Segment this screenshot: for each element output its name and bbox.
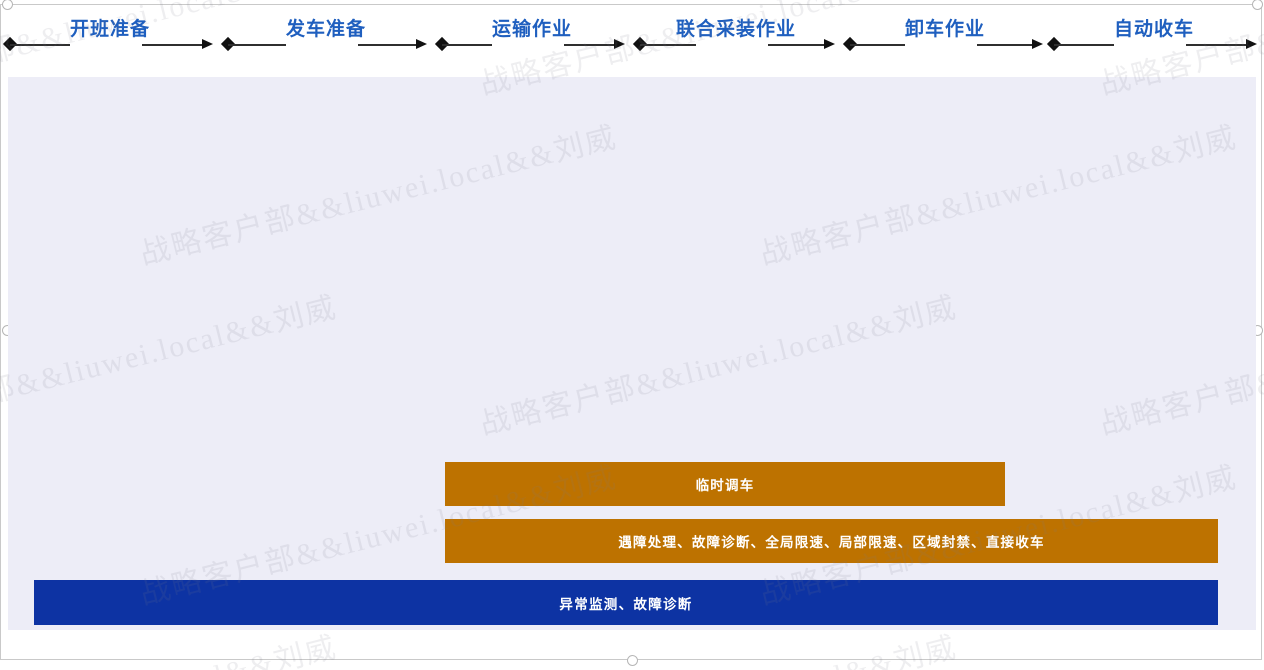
watermark-text: 战略客户部&&liuwei.local&&刘威 bbox=[0, 112, 1, 273]
arrow-head-icon bbox=[1246, 39, 1257, 50]
phase-connector-arrow bbox=[220, 36, 430, 53]
connector-line-right bbox=[1186, 44, 1246, 46]
arrow-head-icon bbox=[1032, 39, 1043, 50]
resize-handle-top-left[interactable] bbox=[2, 0, 13, 10]
phase-connector-arrow bbox=[434, 36, 628, 53]
connector-line-left bbox=[442, 44, 492, 46]
phase-4[interactable]: 联合采装作业 bbox=[632, 6, 838, 68]
connector-line-right bbox=[768, 44, 824, 46]
phase-1[interactable]: 开班准备 bbox=[2, 6, 216, 68]
connector-line-left bbox=[10, 44, 70, 46]
arrow-head-icon bbox=[824, 39, 835, 50]
arrow-head-icon bbox=[416, 39, 427, 50]
phase-connector-arrow bbox=[842, 36, 1046, 53]
connector-line-left bbox=[228, 44, 286, 46]
phase-header: 开班准备 发车准备 运输作业 联合采装作业 卸车作业 自动收车 bbox=[0, 6, 1264, 72]
phase-connector-arrow bbox=[1046, 36, 1260, 53]
resize-handle-bottom-middle[interactable] bbox=[627, 655, 638, 666]
arrow-head-icon bbox=[202, 39, 213, 50]
connector-line-right bbox=[977, 44, 1032, 46]
orange-bar-exception-handling[interactable]: 遇障处理、故障诊断、全局限速、局部限速、区域封禁、直接收车 bbox=[445, 519, 1218, 563]
connector-line-left bbox=[1054, 44, 1114, 46]
bottom-bar-monitoring[interactable]: 异常监测、故障诊断 bbox=[34, 580, 1218, 625]
phase-3[interactable]: 运输作业 bbox=[434, 6, 628, 68]
phase-label: 发车准备 bbox=[285, 19, 366, 40]
connector-line-right bbox=[358, 44, 416, 46]
phase-label: 卸车作业 bbox=[904, 19, 985, 40]
connector-line-right bbox=[564, 44, 614, 46]
connector-line-left bbox=[640, 44, 696, 46]
phase-2[interactable]: 发车准备 bbox=[220, 6, 430, 68]
connector-line-left bbox=[850, 44, 905, 46]
resize-handle-top-right[interactable] bbox=[1252, 0, 1263, 10]
phase-label: 自动收车 bbox=[1113, 19, 1194, 40]
arrow-head-icon bbox=[614, 39, 625, 50]
orange-bar-temporary-dispatch[interactable]: 临时调车 bbox=[445, 462, 1005, 506]
phase-connector-arrow bbox=[2, 36, 216, 53]
phase-label: 运输作业 bbox=[491, 19, 572, 40]
connector-line-right bbox=[142, 44, 202, 46]
watermark-text: 战略客户部&&liuwei.local&&刘威 bbox=[0, 452, 1, 613]
phase-6[interactable]: 自动收车 bbox=[1046, 6, 1260, 68]
phase-connector-arrow bbox=[632, 36, 838, 53]
phase-label: 开班准备 bbox=[69, 19, 150, 40]
phase-label: 联合采装作业 bbox=[675, 19, 796, 40]
phase-5[interactable]: 卸车作业 bbox=[842, 6, 1046, 68]
